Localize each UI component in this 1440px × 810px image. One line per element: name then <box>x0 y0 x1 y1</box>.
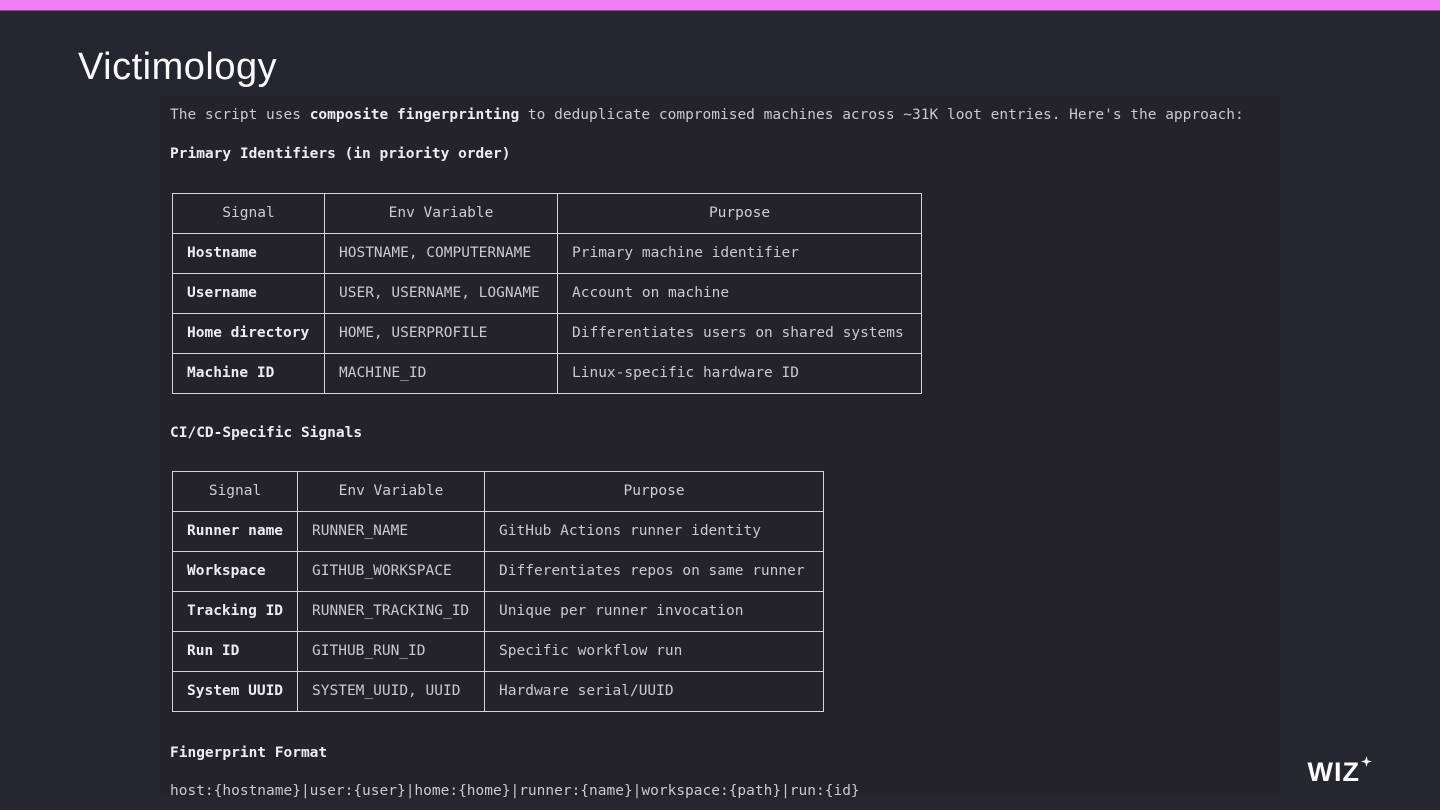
table-cell: MACHINE_ID <box>324 353 558 394</box>
table-cell: RUNNER_NAME <box>297 511 486 552</box>
page-title: Victimology <box>78 46 278 88</box>
column-header: Env Variable <box>297 471 486 512</box>
fingerprint-format-heading: Fingerprint Format <box>170 745 328 761</box>
cicd-signals-heading: CI/CD-Specific Signals <box>170 425 363 441</box>
content-panel: The script uses composite fingerprinting… <box>160 96 1280 799</box>
table-cell: Home directory <box>172 313 325 354</box>
primary-identifiers-heading: Primary Identifiers (in priority order) <box>170 146 511 162</box>
table-cell: Tracking ID <box>171 591 299 632</box>
table-cell: Differentiates users on shared systems <box>557 313 922 354</box>
wiz-logo: WIZ <box>1307 756 1372 787</box>
table-cell: Workspace <box>171 551 299 592</box>
table-cell: Hostname <box>172 233 325 274</box>
table-cell: Unique per runner invocation <box>484 591 825 632</box>
sparkle-icon <box>1361 756 1372 767</box>
wiz-logo-text: WIZ <box>1307 757 1360 787</box>
table-cell: Linux-specific hardware ID <box>557 353 922 394</box>
column-header: Signal <box>172 193 325 234</box>
table-cell: USER, USERNAME, LOGNAME <box>324 273 558 314</box>
table-cell: Username <box>172 273 325 314</box>
table-cell: Differentiates repos on same runner <box>484 551 825 592</box>
intro-text-post: to deduplicate compromised machines acro… <box>519 107 1244 123</box>
table-cell: GITHUB_RUN_ID <box>297 631 486 672</box>
intro-paragraph: The script uses composite fingerprinting… <box>170 107 1270 124</box>
intro-text-pre: The script uses <box>170 107 310 123</box>
fingerprint-format-string: host:{hostname}|user:{user}|home:{home}|… <box>170 783 860 799</box>
column-header: Env Variable <box>324 193 558 234</box>
accent-top-bar <box>0 0 1440 11</box>
table-cell: SYSTEM_UUID, UUID <box>297 671 486 712</box>
table-cell: Runner name <box>171 511 299 552</box>
column-header: Signal <box>171 471 299 512</box>
intro-text-bold: composite fingerprinting <box>309 107 520 123</box>
table-cell: RUNNER_TRACKING_ID <box>297 591 486 632</box>
table-cell: Machine ID <box>172 353 325 394</box>
table-cell: System UUID <box>171 671 299 712</box>
column-header: Purpose <box>557 193 922 234</box>
table-cell: GITHUB_WORKSPACE <box>297 551 486 592</box>
table-cell: Run ID <box>171 631 299 672</box>
table-cell: GitHub Actions runner identity <box>484 511 825 552</box>
table-cell: HOME, USERPROFILE <box>324 313 558 354</box>
table-cell: Specific workflow run <box>484 631 825 672</box>
table-cell: Hardware serial/UUID <box>484 671 825 712</box>
table-cell: Primary machine identifier <box>557 233 922 274</box>
table-cell: HOSTNAME, COMPUTERNAME <box>324 233 558 274</box>
table-cell: Account on machine <box>557 273 922 314</box>
column-header: Purpose <box>484 471 825 512</box>
